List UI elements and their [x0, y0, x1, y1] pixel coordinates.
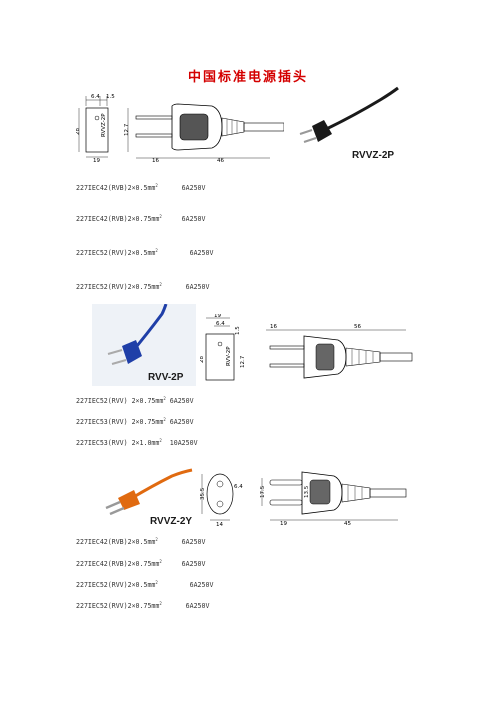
model-label: RVV-2P — [148, 372, 184, 383]
side-view-diagram-2: 16 56 — [266, 324, 413, 379]
dim-label: 1.5 — [235, 326, 241, 335]
spec-line: 227IEC42(RVB)2×0.5mm2 6A250V — [76, 183, 206, 193]
front-view-diagram-1: 6.4 1.5 28 19 RVVZ-2P — [76, 94, 115, 162]
dim-label: 17.5 — [260, 485, 266, 498]
dim-label: 28 — [200, 356, 205, 363]
plug-marking: RVVZ-2P — [101, 113, 107, 137]
front-view-diagram-3: 35.5 6.4 14 — [200, 473, 243, 528]
model-label: RVVZ-2Y — [150, 516, 192, 527]
spec-line: 227IEC42(RVB)2×0.75mm2 6A250V — [76, 559, 206, 569]
spec-line: 227IEC53(RVV) 2×0.75mm2 6A250V — [76, 417, 194, 427]
dim-label: 12.7 — [124, 123, 130, 136]
model-label: RVVZ-2P — [352, 150, 394, 161]
side-view-diagram-1: 12.7 16 46 — [124, 103, 284, 162]
product-photo-rvvz-2p: RVVZ-2P — [299, 86, 399, 161]
dim-label: 28 — [76, 128, 81, 135]
dim-label: 13.5 — [304, 485, 310, 498]
spec-line: 227IEC42(RVB)2×0.75mm2 6A250V — [76, 214, 206, 224]
dim-label: 16 — [152, 158, 159, 162]
spec-line: 227IEC52(RVV)2×0.5mm2 6A250V — [76, 580, 214, 590]
dim-label: 14 — [216, 522, 223, 528]
page-title: 中国标准电源插头 — [187, 70, 308, 85]
dim-label: 12.7 — [240, 355, 246, 368]
dim-label: 6.4 — [216, 321, 225, 327]
dim-label: 45 — [344, 521, 351, 526]
product-photo-rvvz-2y: RVVZ-2Y — [105, 468, 192, 527]
spec-line: 227IEC52(RVV) 2×0.75mm2 6A250V — [76, 396, 194, 406]
spec-line: 227IEC42(RVB)2×0.5mm2 6A250V — [76, 537, 206, 547]
plug-marking: RVV-2P — [226, 346, 232, 366]
spec-line: 227IEC52(RVV)2×0.75mm2 6A250V — [76, 282, 210, 292]
dim-label: 56 — [354, 324, 361, 330]
dim-label: 6.4 — [234, 484, 243, 490]
spec-line: 227IEC53(RVV) 2×1.0mm2 10A250V — [76, 438, 198, 448]
dim-label: 35.5 — [200, 487, 206, 500]
dim-label: 19 — [214, 314, 221, 319]
dim-label: 19 — [93, 158, 100, 162]
side-view-diagram-3: 17.5 13.5 19 45 — [260, 471, 407, 526]
product-photo-rvv-2p: RVV-2P — [92, 304, 196, 386]
front-view-diagram-2: 19 6.4 1.5 28 12.7 RVV-2P — [200, 314, 246, 381]
dim-label: 19 — [280, 521, 287, 526]
dim-label: 46 — [217, 158, 224, 162]
dim-label: 16 — [270, 324, 277, 330]
dim-label: 1.5 — [106, 94, 115, 100]
spec-line: 227IEC52(RVV)2×0.75mm2 6A250V — [76, 601, 210, 611]
dim-label: 6.4 — [91, 94, 100, 100]
spec-line: 227IEC52(RVV)2×0.5mm2 6A250V — [76, 248, 214, 258]
